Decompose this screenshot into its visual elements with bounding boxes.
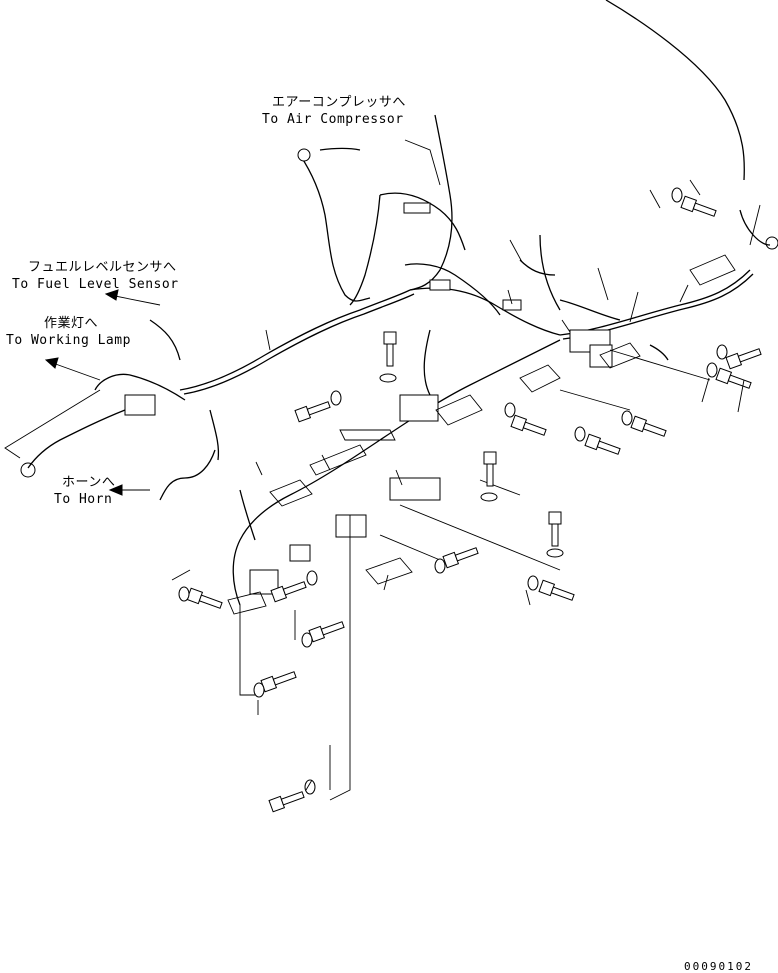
antenna-cable — [605, 0, 745, 181]
connectors — [20, 148, 778, 595]
working-lamp-label-jp: 作業灯へ — [44, 316, 99, 331]
horn-label-en: To Horn — [54, 492, 113, 507]
lower-routing — [239, 349, 711, 801]
cover-plates — [227, 254, 736, 615]
fuel-level-label-en: To Fuel Level Sensor — [12, 277, 179, 292]
working-lamp-label-en: To Working Lamp — [6, 333, 131, 348]
direction-arrows — [44, 289, 161, 496]
fuel-level-label-jp: フュエルレベルセンサへ — [28, 260, 177, 275]
leader-lines — [171, 139, 761, 791]
horn-label-jp: ホーンへ — [62, 475, 116, 490]
drawing-number: 00090102 — [684, 960, 753, 973]
air-compressor-label-en: To Air Compressor — [262, 112, 404, 127]
washers — [178, 187, 728, 795]
air-compressor-label-jp: エアーコンプレッサへ — [272, 95, 406, 110]
left-branches — [27, 319, 256, 541]
label-leaders — [4, 389, 101, 459]
right-branches — [423, 209, 771, 396]
compressor-harness — [299, 114, 501, 316]
bolts — [186, 195, 762, 813]
